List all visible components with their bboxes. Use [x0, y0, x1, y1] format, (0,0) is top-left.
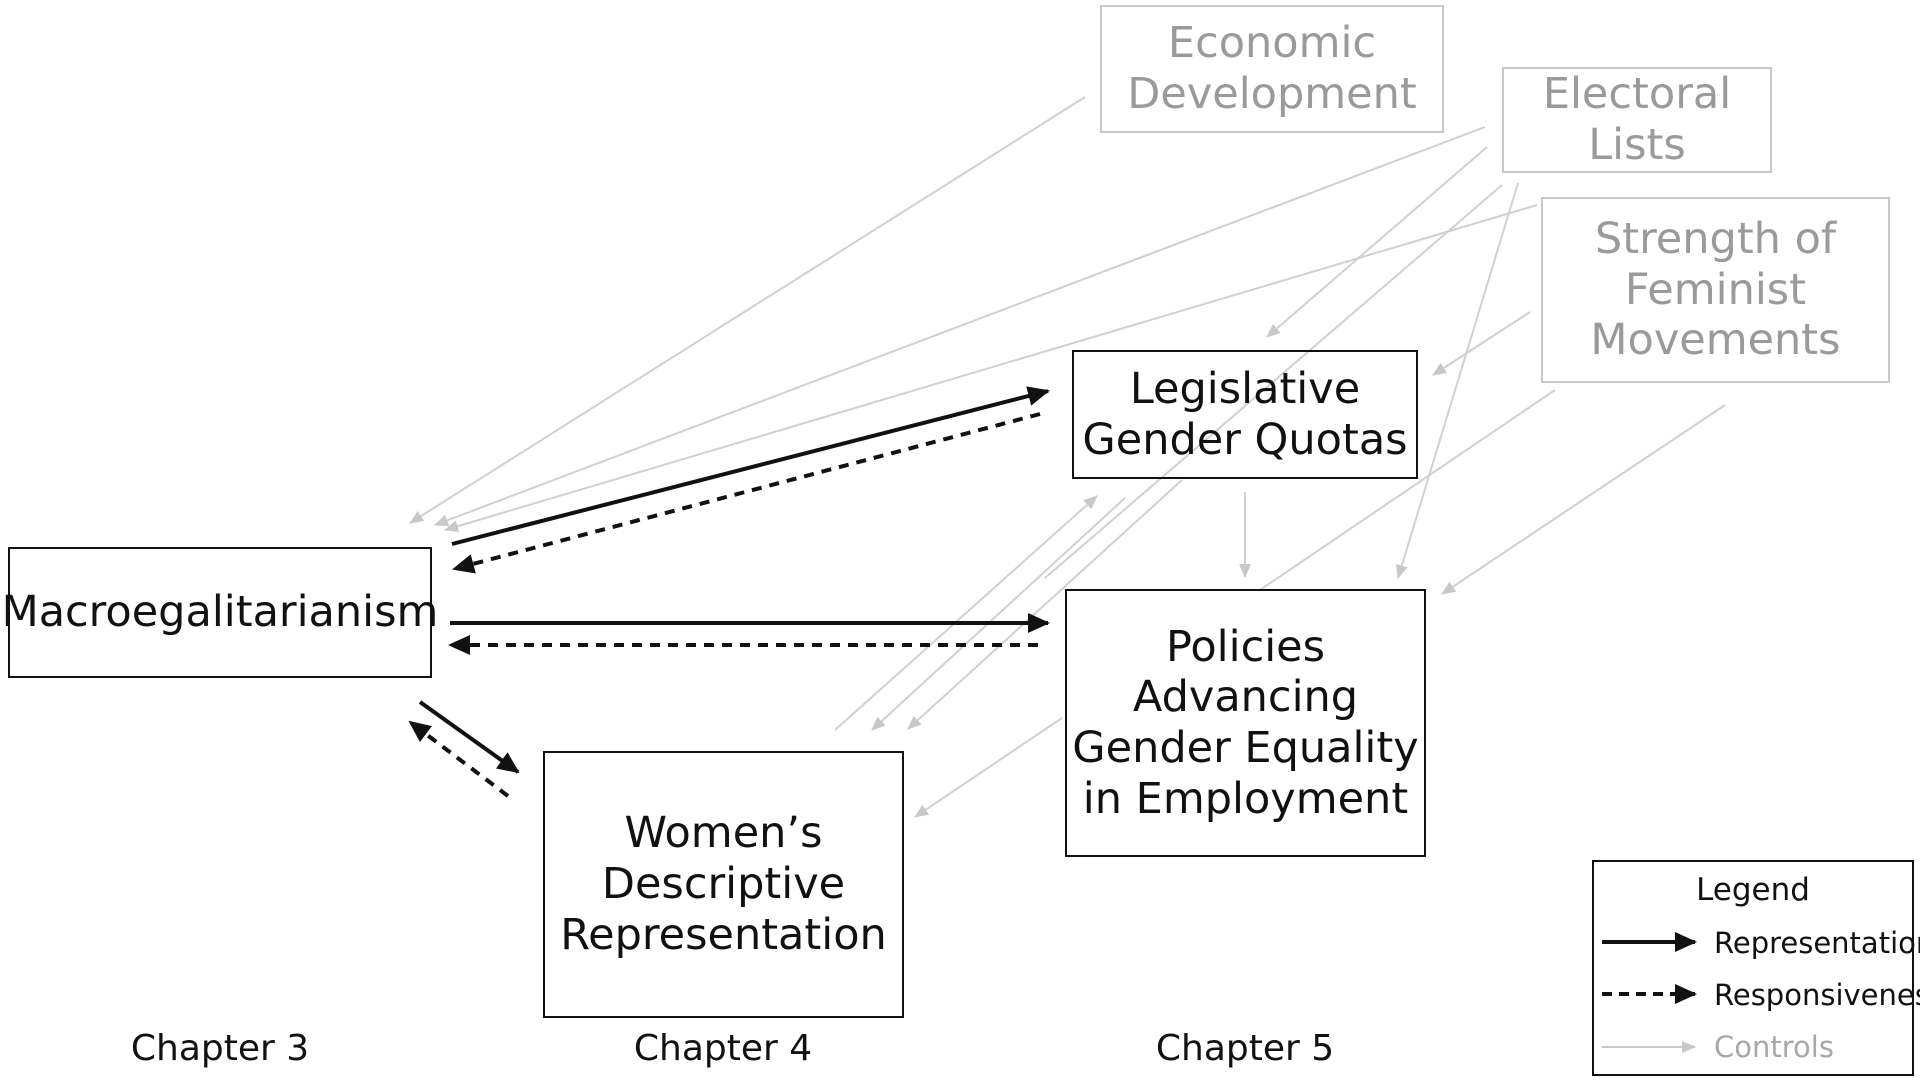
responsiveness-arrow — [452, 412, 1041, 574]
representation-arrow — [451, 386, 1050, 546]
economic-development-box: Economic Development — [1100, 5, 1444, 133]
macroegalitarianism-label: Macroegalitarianism — [1, 587, 439, 638]
control-arrow — [834, 495, 1098, 731]
macroegalitarianism-box: Macroegalitarianism — [2, 547, 438, 678]
control-arrow — [1432, 311, 1531, 376]
responsiveness-arrow — [408, 720, 510, 798]
legend-responsiveness-label: Responsiveness — [1714, 978, 1920, 1012]
economic-development-label: Economic Development — [1127, 18, 1417, 119]
legislative-quotas-label: Legislative Gender Quotas — [1082, 363, 1408, 465]
legislative-quotas-box: Legislative Gender Quotas — [1072, 350, 1418, 479]
control-arrow — [871, 497, 1126, 731]
control-arrow — [1266, 146, 1488, 338]
chapter-5-label: Chapter 5 — [1155, 1028, 1335, 1069]
chapter-3-label: Chapter 3 — [130, 1028, 310, 1069]
chapter-4-label: Chapter 4 — [633, 1028, 813, 1069]
control-arrow — [434, 126, 1486, 527]
womens-representation-box: Women’s Descriptive Representation — [543, 751, 904, 1018]
legend-title: Legend — [1696, 872, 1810, 908]
control-arrow — [914, 717, 1063, 818]
legend-box: Legend Representation Responsiveness Con… — [1592, 860, 1920, 1076]
control-arrow — [1441, 404, 1726, 595]
feminist-movements-box: Strength of Feminist Movements — [1541, 197, 1890, 383]
representation-arrow — [418, 700, 520, 774]
feminist-movements-label: Strength of Feminist Movements — [1590, 213, 1841, 366]
womens-representation-label: Women’s Descriptive Representation — [560, 808, 887, 960]
control-arrow — [1396, 182, 1519, 579]
legend-representation-label: Representation — [1714, 926, 1920, 960]
legend-samples — [1602, 932, 1697, 1053]
policies-box: Policies Advancing Gender Equality in Em… — [1065, 589, 1426, 857]
policies-label: Policies Advancing Gender Equality in Em… — [1072, 621, 1419, 824]
electoral-lists-label: Electoral Lists — [1542, 69, 1732, 170]
electoral-lists-box: Electoral Lists — [1502, 67, 1772, 173]
control-arrow — [409, 96, 1086, 524]
control-arrow — [1259, 389, 1556, 591]
main-arrows — [408, 386, 1050, 798]
control-arrow — [444, 204, 1538, 533]
control-arrow — [907, 479, 1183, 730]
control-arrows — [409, 96, 1726, 818]
control-arrow — [1044, 184, 1503, 579]
legend-controls-label: Controls — [1714, 1030, 1834, 1064]
